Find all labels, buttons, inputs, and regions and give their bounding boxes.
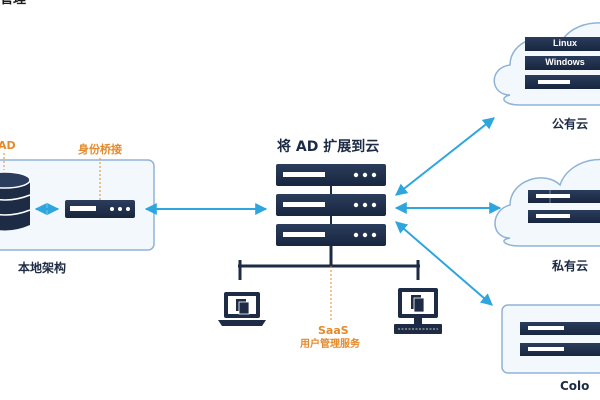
central-server-stack xyxy=(276,164,386,246)
center-to-colo-arrow xyxy=(395,221,493,306)
public-server-windows xyxy=(525,56,600,70)
rack-server-icon xyxy=(276,194,386,216)
desktop-icon xyxy=(394,288,442,334)
public-server-third xyxy=(525,75,600,89)
ad-label: AD xyxy=(0,139,16,152)
center-to-public-arrow xyxy=(395,117,495,196)
rack-server-icon xyxy=(528,190,600,203)
private-cloud-name: 私有云 xyxy=(552,259,589,273)
colo-panel xyxy=(501,304,600,374)
database-icon xyxy=(0,171,31,231)
public-server-linux-label: Linux xyxy=(553,38,577,48)
bridge-label: 身份桥接 xyxy=(78,143,122,156)
rack-server-icon xyxy=(528,210,600,223)
network-bus xyxy=(238,246,420,280)
rack-server-icon xyxy=(276,164,386,186)
laptop-icon xyxy=(218,292,266,326)
bridge-appliance-icon xyxy=(65,200,135,218)
public-cloud-name: 公有云 xyxy=(552,117,589,131)
saas-label: SaaS xyxy=(318,324,349,337)
colo-name: Colo xyxy=(560,379,590,393)
top-caption: 管理 xyxy=(0,0,26,6)
rack-server-icon xyxy=(520,343,600,356)
rack-server-icon xyxy=(520,322,600,335)
public-server-linux xyxy=(525,37,600,51)
public-server-windows-label: Windows xyxy=(545,57,585,67)
rack-server-icon xyxy=(276,224,386,246)
center-title: 将 AD 扩展到云 xyxy=(277,139,380,155)
onprem-name: 本地架构 xyxy=(18,261,67,275)
saas-sub-label: 用户管理服务 xyxy=(300,339,360,350)
